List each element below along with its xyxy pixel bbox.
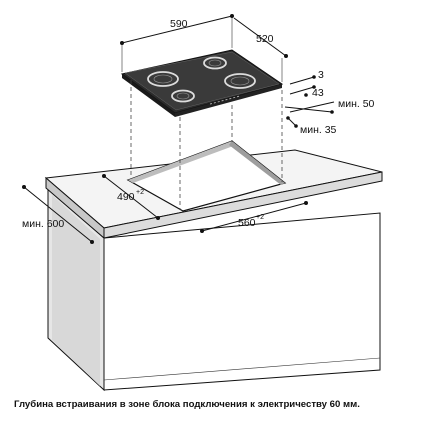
dim-worktop-depth: мин. 600 <box>22 185 94 244</box>
dim-hob-depth: 520 <box>233 17 288 82</box>
dim-tol-490: +2 <box>136 189 144 196</box>
dim-label-520: 520 <box>256 33 274 45</box>
dim-cutout-width: 560 +2 <box>200 201 308 233</box>
dim-cutout-depth: 490 +2 <box>102 174 160 220</box>
cabinet <box>47 186 381 392</box>
projection-lines <box>130 80 283 210</box>
dim-label-min600: мин. 600 <box>22 218 64 230</box>
dim-min-back: мин. 50 <box>284 98 375 114</box>
dim-label-3: 3 <box>318 69 324 81</box>
dim-hob-width: 590 <box>120 14 234 72</box>
dim-label-43: 43 <box>312 87 324 99</box>
dim-tol-560: +2 <box>256 214 264 221</box>
dim-hob-thickness: 3 43 <box>289 69 324 99</box>
worktop-cutout <box>126 140 287 212</box>
installation-caption: Глубина встраивания в зоне блока подключ… <box>14 399 360 410</box>
cooking-zone-3 <box>171 89 195 103</box>
hob <box>120 49 284 117</box>
dim-label-490: 490 <box>117 191 135 203</box>
dim-label-590: 590 <box>170 18 188 30</box>
dim-min-side: мин. 35 <box>286 116 337 136</box>
cooking-zone-4 <box>224 73 256 89</box>
dim-label-min50: мин. 50 <box>338 98 375 110</box>
dim-label-min35: мин. 35 <box>300 124 337 136</box>
cooking-zone-2 <box>203 56 227 70</box>
cooking-zone-1 <box>147 71 179 87</box>
dim-label-560: 560 <box>238 217 256 229</box>
